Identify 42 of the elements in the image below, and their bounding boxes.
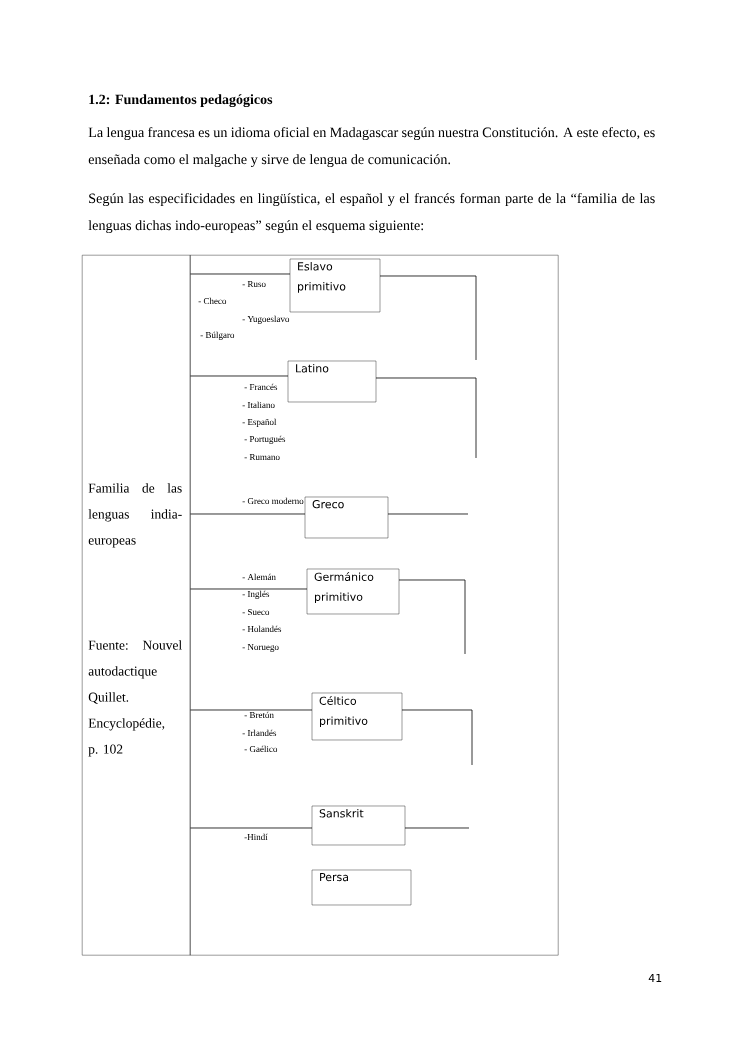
connector-line: [375, 377, 477, 459]
language-name: - Francés: [244, 383, 278, 391]
connector-line: [190, 709, 313, 711]
language-name: -Hindí: [244, 833, 268, 841]
language-box: Sanskrit: [311, 805, 406, 846]
language-name: - Español: [242, 418, 277, 427]
language-name: - Sueco: [242, 609, 270, 616]
language-box: Céltico primitivo: [311, 692, 403, 741]
language-name: - Bretón: [244, 711, 274, 719]
table-cell: Familia de las lenguas india-europeas Fuente: Nouvel autodactique Quillet. Encyclopédie, p. 102: [82, 255, 191, 956]
section-heading: 1.2: Fundamentos pedagógicos: [89, 94, 273, 108]
connector-line: [404, 827, 470, 829]
connector-line: [379, 275, 477, 361]
page-number: 41: [648, 974, 662, 982]
connector-line: [190, 513, 306, 515]
connector-line: [190, 273, 291, 275]
table-cell: [190, 255, 559, 956]
connector-line: [190, 375, 289, 377]
language-name: - Ruso: [242, 281, 266, 288]
language-box: Eslavo primitivo: [289, 258, 381, 313]
paragraph: La lengua francesa es un idioma oficial en Madagascar según nuestra Constitución. A este efecto, es enseñada como el malgache y sirve de lengua de comunicación.: [88, 127, 655, 168]
connector-line: [401, 709, 473, 766]
language-name: - Alemán: [242, 573, 276, 581]
language-name: - Noruego: [242, 644, 279, 652]
language-box: Greco: [304, 496, 389, 539]
language-name: - Rumano: [244, 454, 280, 461]
language-box: Germánico primitivo: [306, 568, 400, 615]
connector-line: [190, 588, 308, 590]
paragraph: Según las especificidades en lingüística, el español y el francés forman parte de la “familia de las lenguas dichas indo-europeas” según el esquema siguiente:: [88, 193, 655, 234]
connector-line: [387, 513, 469, 515]
language-name: - Inglés: [242, 590, 270, 599]
connector-line: [398, 579, 466, 655]
connector-line: [190, 827, 313, 829]
language-box: Latino: [287, 360, 377, 403]
language-name: - Portugués: [244, 435, 286, 444]
language-name: - Irlandés: [242, 729, 277, 737]
language-name: - Italiano: [242, 401, 275, 409]
language-name: - Búlgaro: [200, 331, 235, 340]
language-name: - Yugoeslavo: [242, 315, 290, 324]
language-box: Persa: [311, 869, 412, 906]
language-name: - Gaélico: [244, 745, 278, 753]
language-name: - Holandés: [242, 625, 282, 633]
